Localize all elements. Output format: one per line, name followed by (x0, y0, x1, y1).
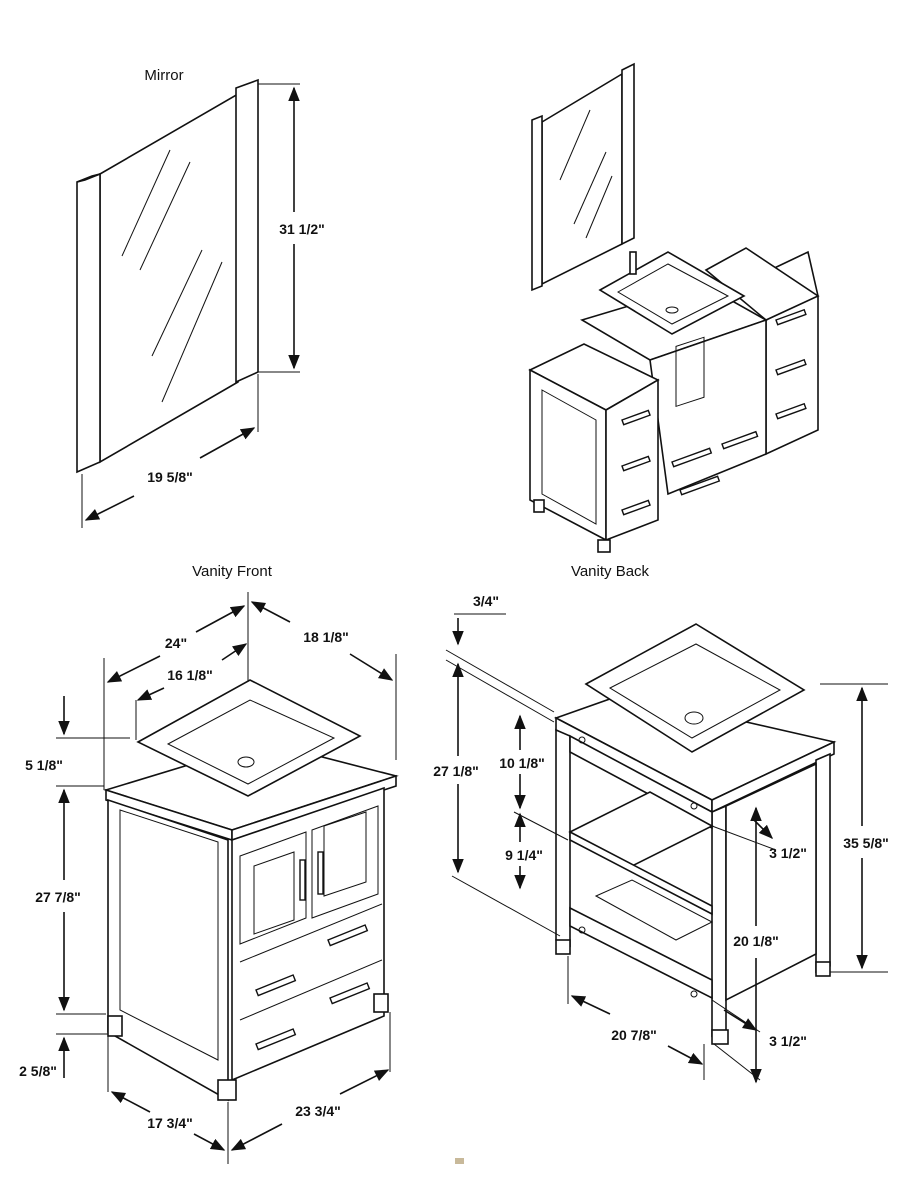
sink-height-label: 5 1/8" (25, 757, 63, 773)
base-depth-label: 17 3/4" (147, 1115, 193, 1131)
total-height-label: 35 5/8" (843, 835, 889, 851)
rail-lower-dimension (723, 1009, 758, 1031)
front-cabinet-side (107, 798, 229, 1102)
iso-mirror (541, 72, 623, 286)
mirror-width-label: 19 5/8" (147, 469, 193, 485)
base-depth-dimension (110, 1091, 151, 1113)
page-marker (455, 1158, 464, 1164)
mirror-glass (99, 92, 239, 464)
shelf-gap-label: 9 1/4" (505, 847, 543, 863)
vanity-back-title: Vanity Back (571, 563, 650, 580)
back-vessel-sink (584, 623, 806, 753)
mirror-right-post (235, 78, 259, 384)
vanity-back-view: Vanity Back 3/4" (433, 563, 889, 1084)
back-side-panel (725, 762, 817, 1002)
body-height-label: 27 1/8" (433, 763, 479, 779)
rail-upper-label: 3 1/2" (769, 845, 807, 861)
mirror-width-dimension (84, 495, 135, 521)
mirror-left-post (76, 172, 101, 474)
front-depth-dimension (106, 655, 161, 683)
isometric-assembly-view (528, 62, 820, 553)
lower-height-label: 20 1/8" (733, 933, 779, 949)
front-leg (217, 1079, 237, 1101)
front-drawer-handle (327, 924, 369, 947)
back-base-width-label: 20 7/8" (611, 1027, 657, 1043)
leg-height-label: 2 5/8" (19, 1063, 57, 1079)
back-left-post (555, 728, 571, 948)
vanity-front-view: Vanity Front (19, 563, 399, 1164)
mirror-title: Mirror (144, 67, 183, 84)
front-vessel-sink (136, 679, 362, 797)
vanity-front-title: Vanity Front (192, 563, 273, 580)
base-width-dimension (230, 1123, 283, 1151)
back-base-width-dimension (570, 995, 611, 1015)
mirror-height-label: 31 1/2" (279, 221, 325, 237)
back-lower-rail (569, 906, 713, 1000)
front-width-label: 18 1/8" (303, 629, 349, 645)
rail-lower-label: 3 1/2" (769, 1033, 807, 1049)
iso-faucet (629, 251, 637, 275)
base-width-label: 23 3/4" (295, 1103, 341, 1119)
front-left-door (239, 831, 307, 945)
mirror-reflection-line (121, 149, 171, 257)
sink-width-label: 16 1/8" (167, 667, 213, 683)
front-right-door (311, 805, 379, 919)
front-door-handle (299, 859, 306, 901)
cabinet-height-label: 27 7/8" (35, 889, 81, 905)
mirror-view: Mirror 31 1/2" 19 5/8" (76, 67, 325, 528)
front-width-dimension (250, 601, 291, 623)
front-depth-label: 24" (165, 635, 187, 651)
sink-width-dimension (136, 687, 165, 701)
top-thickness-label: 3/4" (473, 593, 499, 609)
upper-gap-label: 10 1/8" (499, 755, 545, 771)
